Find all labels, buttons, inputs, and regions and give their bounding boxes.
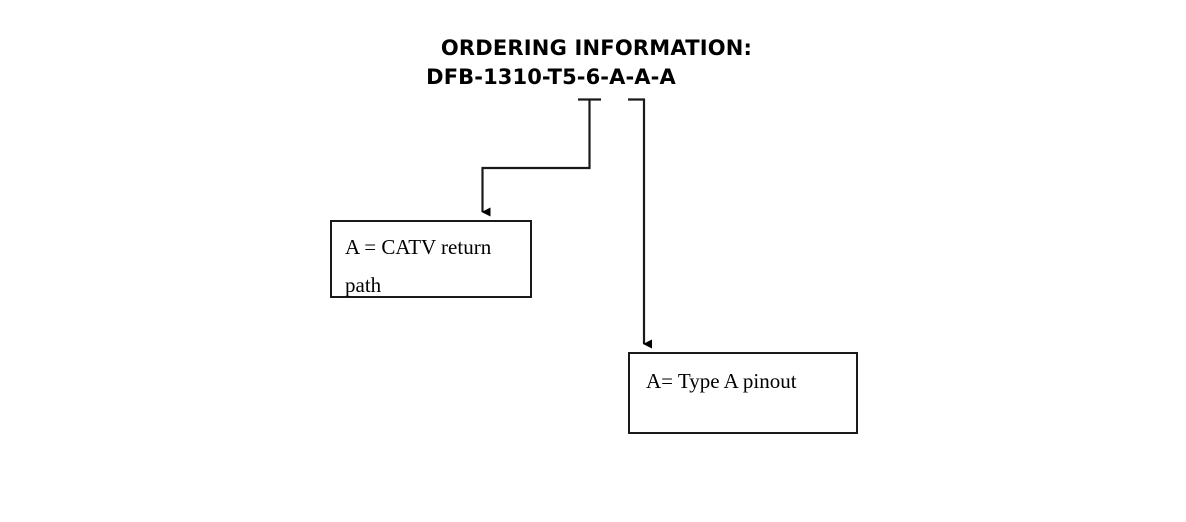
callout-box-catv-return-path (330, 220, 532, 298)
callout-label-type-a-pinout: A= Type A pinout (646, 369, 797, 393)
leader-line-type-a-pinout (628, 98, 652, 349)
callout-box-type-a-pinout (628, 352, 858, 434)
callout-label-catv-return-path: A = CATV return path (345, 235, 492, 297)
leader-line-catv-return-path (481, 98, 601, 217)
leader-path-left (481, 99, 591, 217)
